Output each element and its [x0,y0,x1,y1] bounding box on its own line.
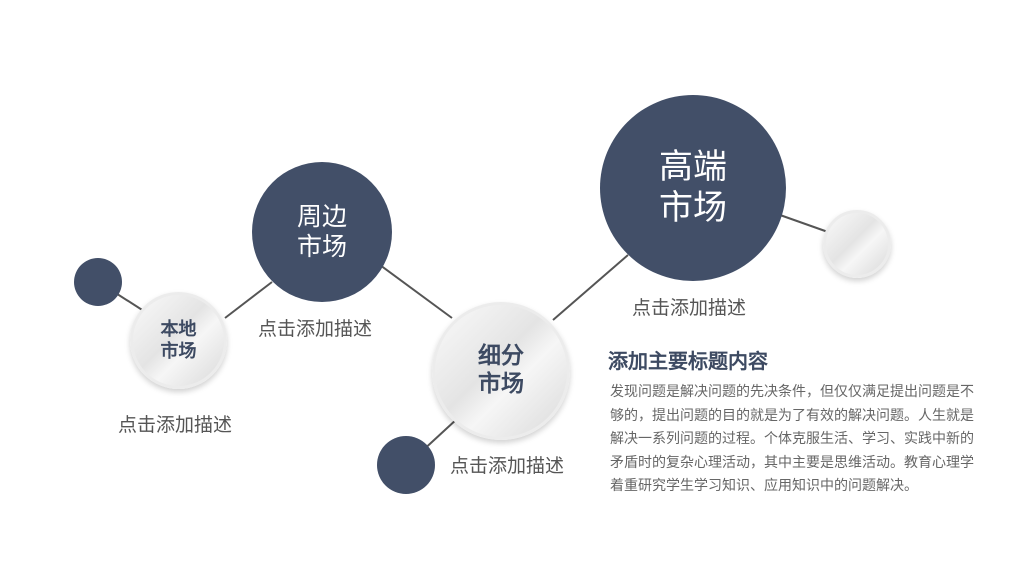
desc-peripheral: 点击添加描述 [258,318,373,340]
desc-segment: 点击添加描述 [450,455,565,477]
content-title: 添加主要标题内容 [608,349,768,373]
node-premium-market[interactable]: 高端 市场 [600,95,786,281]
node-local-market[interactable]: 本地 市场 [130,292,227,389]
connector-peripheral-to-segment [379,264,453,319]
small-dot-left [74,258,122,306]
desc-local: 点击添加描述 [118,414,233,436]
node-peripheral-market[interactable]: 周边 市场 [252,162,392,302]
desc-premium: 点击添加描述 [632,297,747,319]
node-segment-market[interactable]: 细分 市场 [432,302,570,440]
connector-premium-to-light [779,214,829,233]
node-local-label: 本地 市场 [160,318,197,362]
connector-segment-to-premium [552,254,629,321]
small-dot-bottom [377,436,435,494]
content-body: 发现问题是解决问题的先决条件，但仅仅满足提出问题是不够的，提出问题的目的就是为了… [610,384,974,494]
node-peripheral-label: 周边 市场 [296,202,347,261]
connector-local-to-peripheral [224,281,273,319]
small-light-dot-right [823,210,891,278]
node-segment-label: 细分 市场 [478,343,524,397]
node-premium-label: 高端 市场 [659,147,727,228]
